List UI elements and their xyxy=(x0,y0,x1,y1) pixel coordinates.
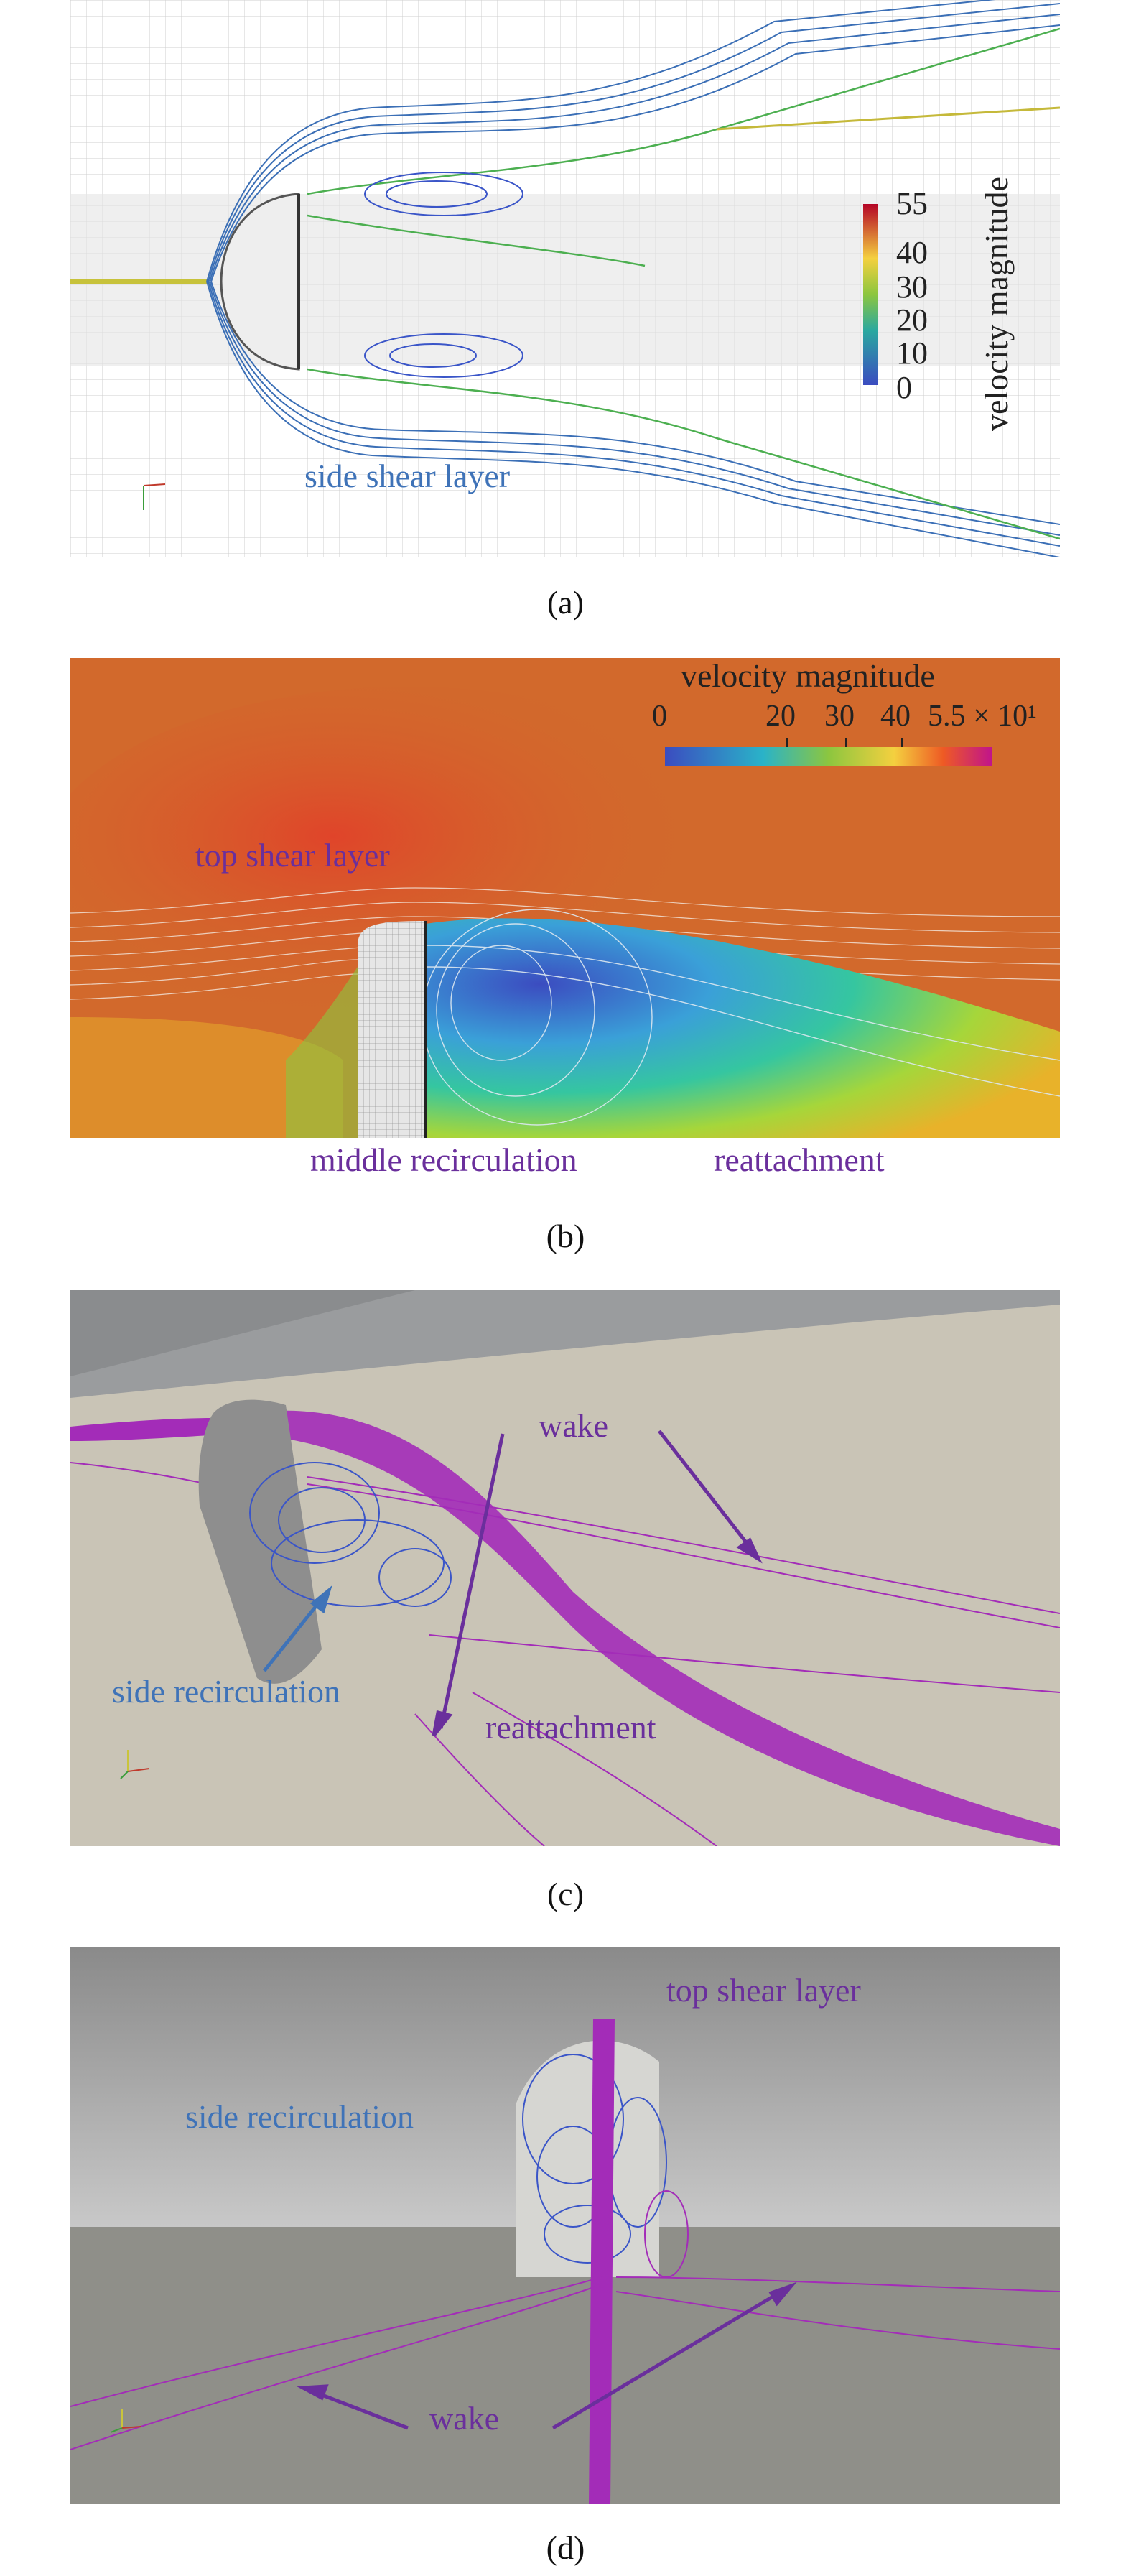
annotation-side-recirculation-c: side recirculation xyxy=(112,1673,341,1710)
colorbar-b-title: velocity magnitude xyxy=(681,658,935,694)
colorbar-a-title: velocity magnitude xyxy=(978,177,1015,431)
colorbar-a-tick-30: 30 xyxy=(896,269,928,305)
annotation-side-recirculation-d: side recirculation xyxy=(185,2098,414,2135)
annotation-side-shear-layer: side shear layer xyxy=(304,458,511,494)
axes-triad-d xyxy=(101,2385,158,2442)
annotation-reattachment-b: reattachment xyxy=(714,1141,885,1178)
colorbar-a-tick-20: 20 xyxy=(896,302,928,338)
axes-triad-c xyxy=(113,1728,171,1786)
annotation-wake-c: wake xyxy=(539,1407,609,1444)
axes-triad-icon xyxy=(143,483,166,510)
panel-c: wake side recirculation reattachment xyxy=(70,1290,1060,1846)
panel-c-streamlines xyxy=(70,1290,1060,1846)
colorbar-a-tick-10: 10 xyxy=(896,335,928,371)
axes-triad-a xyxy=(136,478,180,522)
panel-a: 55 40 30 20 10 0 velocity magnitude side… xyxy=(70,0,1060,557)
panel-b-contour xyxy=(70,658,1060,1138)
caption-c: (c) xyxy=(546,1876,585,1912)
colorbar-b-tick-max: 5.5 × 10¹ xyxy=(928,700,1037,733)
panel-d: top shear layer side recirculation wake xyxy=(70,1947,1060,2504)
colorbar-a-tick-55: 55 xyxy=(896,186,928,221)
colorbar-b-tick-30: 30 xyxy=(824,700,855,733)
annotation-reattachment-c: reattachment xyxy=(485,1709,656,1746)
axes-triad-icon xyxy=(110,2409,141,2433)
panel-a-streamlines xyxy=(70,0,1060,557)
annotation-wake-d: wake xyxy=(429,2400,500,2437)
panel-b: velocity magnitude 0 20 30 40 5.5 × 10¹ … xyxy=(70,658,1060,1138)
colorbar-a-tick-0: 0 xyxy=(896,370,912,405)
colorbar-b-tick-20: 20 xyxy=(765,700,796,733)
axes-triad-icon xyxy=(120,1750,150,1779)
colorbar-b-tick-40: 40 xyxy=(880,700,911,733)
colorbar-a-tick-40: 40 xyxy=(896,235,928,270)
caption-b: (b) xyxy=(546,1218,585,1254)
annotation-top-shear-layer-d: top shear layer xyxy=(666,1972,861,2009)
annotation-middle-recirculation: middle recirculation xyxy=(310,1141,577,1178)
annotation-top-shear-layer: top shear layer xyxy=(195,837,390,874)
panel-d-streamlines xyxy=(70,1947,1060,2504)
colorbar-b-tick-0: 0 xyxy=(652,700,667,733)
caption-a: (a) xyxy=(546,584,585,621)
caption-d: (d) xyxy=(546,2529,585,2566)
